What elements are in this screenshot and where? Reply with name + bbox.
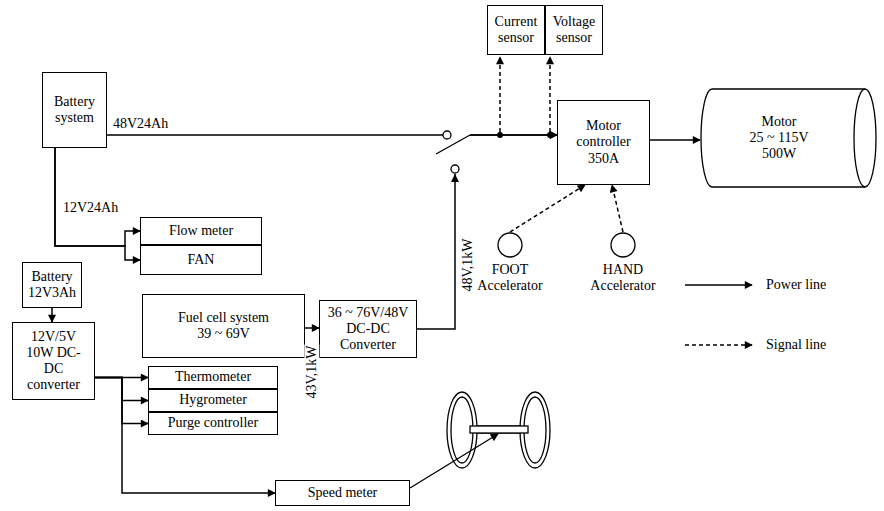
node-text: FOOT Accelerator (470, 262, 550, 294)
power-line (55, 148, 140, 260)
node-text: Hygrometer (179, 392, 247, 408)
meter-box: Speed meter (275, 480, 410, 506)
node-text: Motor controller (562, 118, 645, 150)
controller-box: Motor controller350A (557, 100, 650, 185)
node-text: HAND Accelerator (583, 262, 663, 294)
accelerator-symbol (497, 232, 523, 258)
fuel-cell-box: Fuel cell system39 ~ 69V (142, 294, 305, 358)
speed-sensing-arrow (410, 434, 498, 488)
legend-signal-sample (685, 344, 752, 346)
voltage-label: 12V24Ah (62, 200, 119, 215)
device-box: FAN (140, 245, 262, 275)
accelerator-pedal: FOOT Accelerator (470, 232, 550, 292)
power-line (650, 139, 700, 141)
wheel-axle (447, 392, 550, 468)
power-rating-label: 43V,1kW (304, 344, 319, 399)
legend-text: Power line (765, 277, 827, 292)
node-text: Thermometer (175, 369, 251, 385)
power-rating-label: 48V,1kW (460, 237, 475, 292)
node-text: 12V/5V 10W DC-DC converter (24, 329, 84, 393)
power-line (417, 135, 557, 329)
sensor-box: Thermometer (148, 366, 278, 389)
node-text: 350A (588, 151, 619, 167)
power-line (55, 148, 140, 246)
node-text: Battery 12V3Ah (27, 269, 77, 301)
signal-line (612, 185, 623, 232)
node-text: Motor (762, 114, 797, 130)
sensor-box: Current sensor (487, 5, 545, 55)
node-text: Fuel cell system (178, 310, 269, 326)
node-text: 36 ~ 76V/48V DC-DC Converter (324, 305, 412, 353)
controller-box: Purge controller (148, 412, 278, 435)
node-text: Current sensor (492, 14, 540, 46)
device-box: Flow meter (140, 217, 262, 245)
node-text: Battery system (47, 94, 102, 126)
node-text: Purge controller (168, 415, 258, 431)
signal-line (499, 57, 501, 132)
node-text: 39 ~ 69V (197, 326, 250, 342)
switch-blade (436, 135, 470, 154)
converter-box: 36 ~ 76V/48V DC-DC Converter (319, 300, 417, 358)
node-text: Speed meter (308, 485, 378, 501)
switch-contact (443, 131, 451, 139)
node-text: 25 ~ 115V (749, 130, 808, 146)
battery-box: Battery system (42, 72, 107, 148)
battery-box: Battery 12V3Ah (22, 262, 82, 308)
accelerator-grip: HAND Accelerator (583, 232, 663, 292)
voltage-label: 48V24Ah (112, 116, 169, 131)
accelerator-symbol (610, 232, 636, 258)
sensor-box: Voltage sensor (545, 5, 603, 55)
signal-line (549, 57, 551, 132)
node-text: 500W (762, 146, 796, 162)
converter-box: 12V/5V 10W DC-DC converter (12, 322, 95, 400)
motor-cylinder: Motor25 ~ 115V500W (700, 88, 878, 188)
node-text: FAN (188, 252, 215, 268)
power-line (51, 308, 53, 322)
node-text: Voltage sensor (550, 14, 598, 46)
legend-power-sample (685, 284, 752, 286)
switch-contact (451, 165, 459, 173)
sensor-box: Hygrometer (148, 389, 278, 412)
node-text: Flow meter (169, 223, 233, 239)
signal-line (510, 185, 585, 232)
legend-text: Signal line (765, 337, 827, 352)
power-line (305, 327, 319, 329)
